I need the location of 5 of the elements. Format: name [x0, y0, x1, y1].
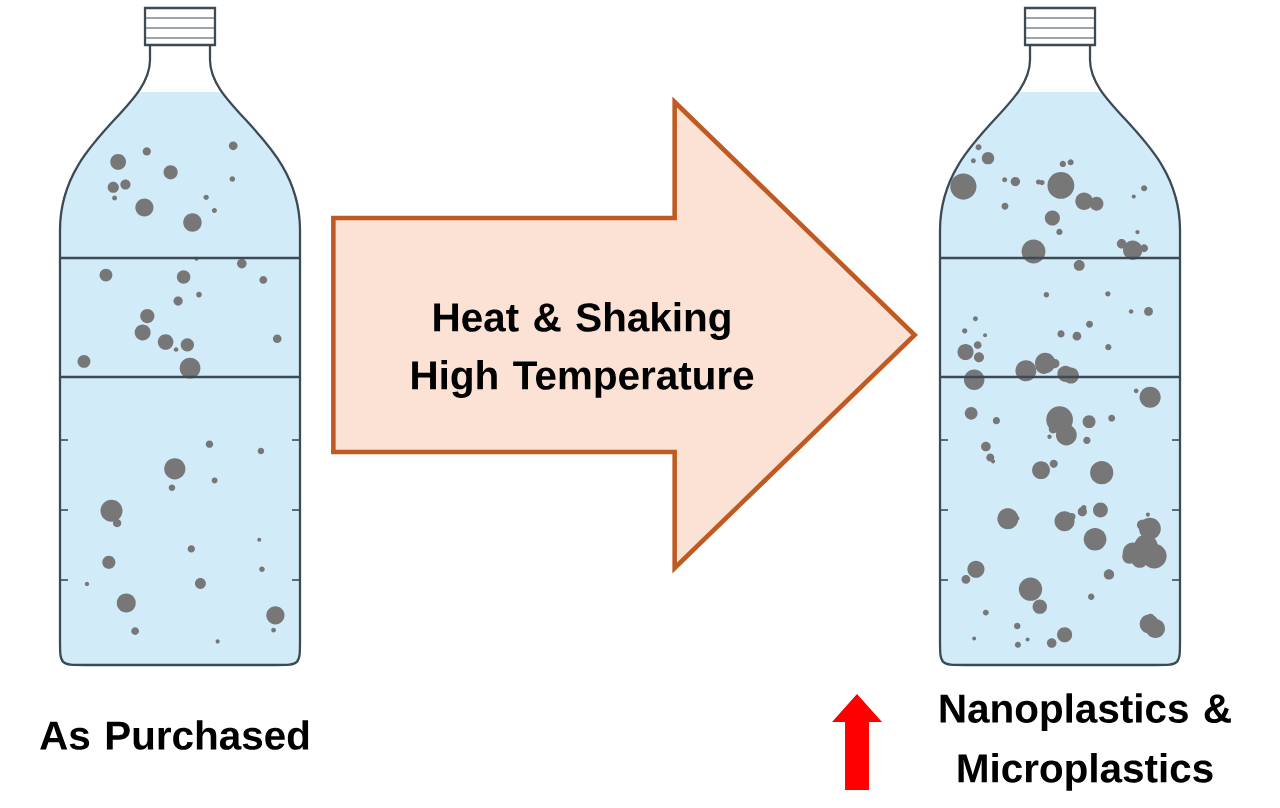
bottle-drawing	[938, 6, 1182, 667]
node-label: As Purchased	[40, 720, 309, 750]
bottle-drawing	[58, 6, 302, 667]
edge-label: Heat & Shaking High Temperature	[412, 302, 754, 398]
node-label: Nanoplastics & Microplastics	[940, 693, 1231, 791]
